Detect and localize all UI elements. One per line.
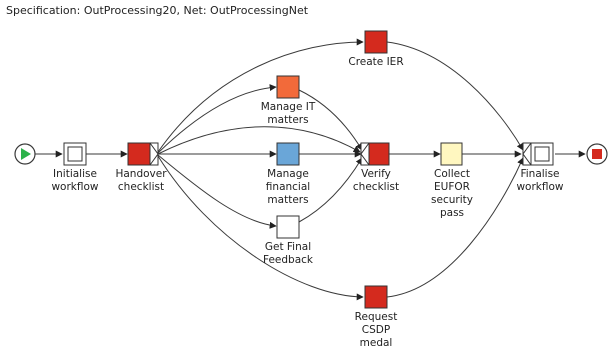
task-collect-eufor-pass[interactable]: Collect EUFOR security pass [431,142,473,219]
task-label-collect-line4: pass [440,207,464,219]
stop-icon [592,149,602,159]
task-label-collect-line3: security [431,194,473,206]
task-label-request-line3: medal [360,337,393,349]
task-finalise-workflow[interactable]: Finalise workflow [516,142,564,193]
task-label-get-final-line2: Feedback [263,254,314,266]
task-get-final-feedback[interactable]: Get Final Feedback [263,215,314,266]
and-join-icon [522,142,532,166]
edge-handover-manageit [157,84,277,154]
task-label-finalise-line1: Finalise [520,168,559,180]
task-create-ier[interactable]: Create IER [348,30,404,68]
task-label-collect-line1: Collect [434,168,470,180]
spec-label: Specification: [6,4,81,17]
task-label-create-ier: Create IER [348,56,403,68]
task-initialise-workflow[interactable]: Initialise workflow [51,142,99,193]
end-condition[interactable] [586,143,608,165]
task-label-handover-line2: checklist [118,181,164,193]
task-verify-checklist[interactable]: Verify checklist [353,142,399,193]
edge-request-finalise [386,157,524,298]
and-split-icon [149,142,159,166]
and-join-icon [360,142,370,166]
task-manage-it-matters[interactable]: Manage IT matters [261,75,316,126]
task-request-csdp-medal[interactable]: Request CSDP medal [355,285,398,349]
task-label-manage-it-line2: matters [267,114,308,126]
net-name: OutProcessingNet [210,4,309,17]
start-condition[interactable] [14,143,36,165]
edge-createier-finalise [386,41,524,151]
task-label-manage-it-line1: Manage IT [261,101,316,113]
edge-handover-getfinal [157,154,277,229]
task-label-manage-fin-line2: financial [266,181,310,193]
task-label-initialise-line2: workflow [51,181,98,193]
edge-handover-verify-direct [157,126,361,155]
task-label-verify-line1: Verify [361,168,391,180]
task-label-initialise-line1: Initialise [53,168,97,180]
play-icon [21,148,31,160]
task-label-finalise-line2: workflow [516,181,563,193]
task-label-get-final-line1: Get Final [265,241,311,253]
task-label-manage-fin-line1: Manage [267,168,309,180]
net-label: Net: [183,4,207,17]
task-label-collect-line2: EUFOR [434,181,470,193]
task-manage-financial-matters[interactable]: Manage financial matters [266,142,310,206]
edge-handover-request [157,155,364,301]
task-label-manage-fin-line3: matters [267,194,308,206]
spec-name: OutProcessing20, [83,4,181,17]
task-label-handover-line1: Handover [115,168,167,180]
edge-handover-createier [157,38,364,153]
task-label-request-line1: Request [355,311,398,323]
task-label-request-line2: CSDP [362,324,390,336]
task-label-verify-line2: checklist [353,181,399,193]
specification-header: Specification: OutProcessing20, Net: Out… [6,4,308,17]
flow-edges [35,38,586,301]
edge-getfinal-verify [298,157,363,223]
task-handover-checklist[interactable]: Handover checklist [115,142,167,193]
edge-manageit-verify [298,89,363,151]
